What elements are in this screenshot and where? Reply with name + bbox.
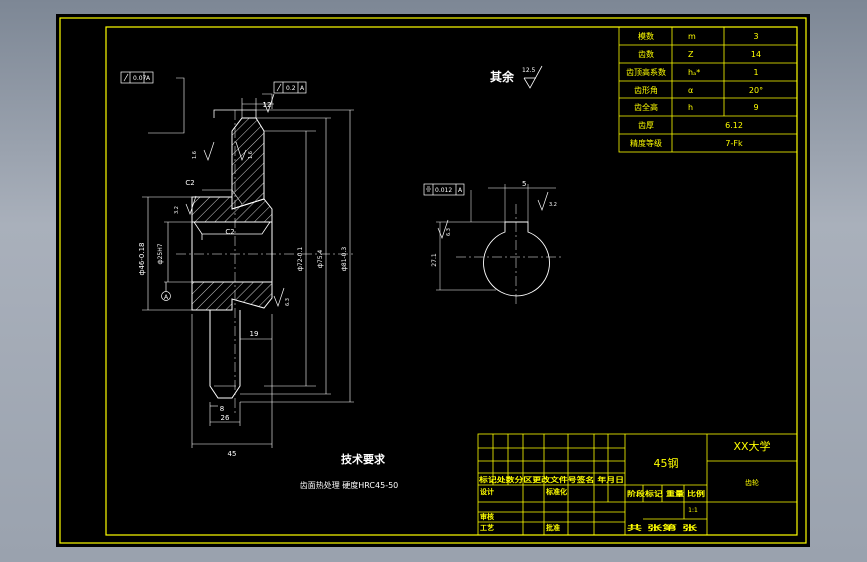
param-symbol: m [688,32,696,41]
process-label: 工艺 [480,523,494,532]
approve-label: 批准 [546,523,560,532]
dim-26: 26 [221,414,230,422]
dim-12: 12 [263,101,272,109]
sheets-label: 共 张第 张 [627,523,699,532]
rough-6-3: 6.3 [285,298,291,306]
dim-72-dia: ф72-0.1 [297,247,304,272]
param-value: 20° [749,86,763,95]
param-value: 7-Fk [725,139,743,148]
header-row: 标记处数分区更改文件号签名 年月日 [478,475,624,484]
param-symbol: α [688,86,693,95]
tech-req-title: 技术要求 [341,452,386,466]
key-width: 5 [522,180,526,188]
drawing-sheet: 模数 m 3 齿数 Z 14 齿顶高系数 hₐ* 1 齿形角 α 20° 齿全高… [56,14,810,547]
keyway-view [436,184,561,304]
tol-left-datum: A [146,75,151,82]
gear-section-view [176,109,356,414]
dim-81-dia: ф81-0.3 [341,247,348,272]
gdt-frame-keyway [423,183,549,240]
dim-45: 45 [228,450,237,458]
gdt-frame-left [120,71,154,84]
design-label: 设计 [480,487,494,496]
param-label: 齿形角 [634,85,658,95]
standardize-label: 标准化 [545,487,567,496]
tol-right-datum: A [300,85,305,92]
key-sym-datum: A [458,187,463,194]
gdt-frame-right [273,81,307,94]
datum-a-symbol [161,282,171,301]
dim-hub-dia: ф46-0.18 [138,242,146,275]
title-block [477,433,798,536]
key-roughness: 3.2 [549,202,557,208]
rough-1-6-b: 1.6 [248,151,254,159]
param-symbol: Z [688,50,694,59]
param-label: 模数 [638,31,654,41]
param-value: 14 [751,50,761,59]
gear-drawing: 模数 m 3 齿数 Z 14 齿顶高系数 hₐ* 1 齿形角 α 20° 齿全高… [59,17,807,544]
others-label: 其余 [490,69,515,84]
dim-75-dia: ф75.4 [317,250,324,269]
rough-1-6-a: 1.6 [192,151,198,159]
param-symbol: hₐ* [688,68,700,77]
param-label: 齿数 [638,49,654,59]
key-depth: 27.1 [431,253,438,267]
tol-right-value: 0.2 [286,85,296,92]
param-label: 齿全高 [634,102,658,112]
rough-3-2-a: 3.2 [174,206,180,214]
param-value: 9 [753,103,758,112]
param-value: 6.12 [725,121,743,130]
param-value: 3 [753,32,758,41]
key-side-roughness: 6.3 [446,228,452,236]
tech-req-body: 齿面热处理 硬度HRC45-50 [300,480,399,490]
drawing-name: 齿轮 [745,478,759,487]
param-label: 齿顶高系数 [626,67,666,77]
param-symbol: h [688,103,693,112]
dim-bore-dia: ф25H7 [157,243,164,264]
tol-left-value: 0.07 [133,75,147,82]
dim-c2-mid: C2 [225,228,234,236]
main-view-dimensions [142,77,354,448]
dim-c2-top: C2 [185,179,194,187]
outer-frame [59,17,807,544]
param-value: 1 [753,68,758,77]
material: 45钢 [654,457,679,470]
review-label: 审核 [480,512,494,521]
others-roughness-value: 12.5 [522,67,536,74]
dim-19: 19 [250,330,259,338]
school-name: XX大学 [733,439,770,453]
gear-parameter-table [618,26,798,153]
roughness-marks [185,93,285,308]
datum-a-label: A [164,294,169,301]
stage-header: 阶段标记 重量 比例 [627,489,705,498]
inner-frame [105,26,798,536]
param-label: 精度等级 [630,138,662,148]
dim-8: 8 [220,405,224,413]
others-roughness-symbol [523,65,543,89]
param-label: 齿厚 [638,121,654,130]
scale-value: 1:1 [688,507,698,514]
key-sym-tol: 0.012 [435,187,452,194]
